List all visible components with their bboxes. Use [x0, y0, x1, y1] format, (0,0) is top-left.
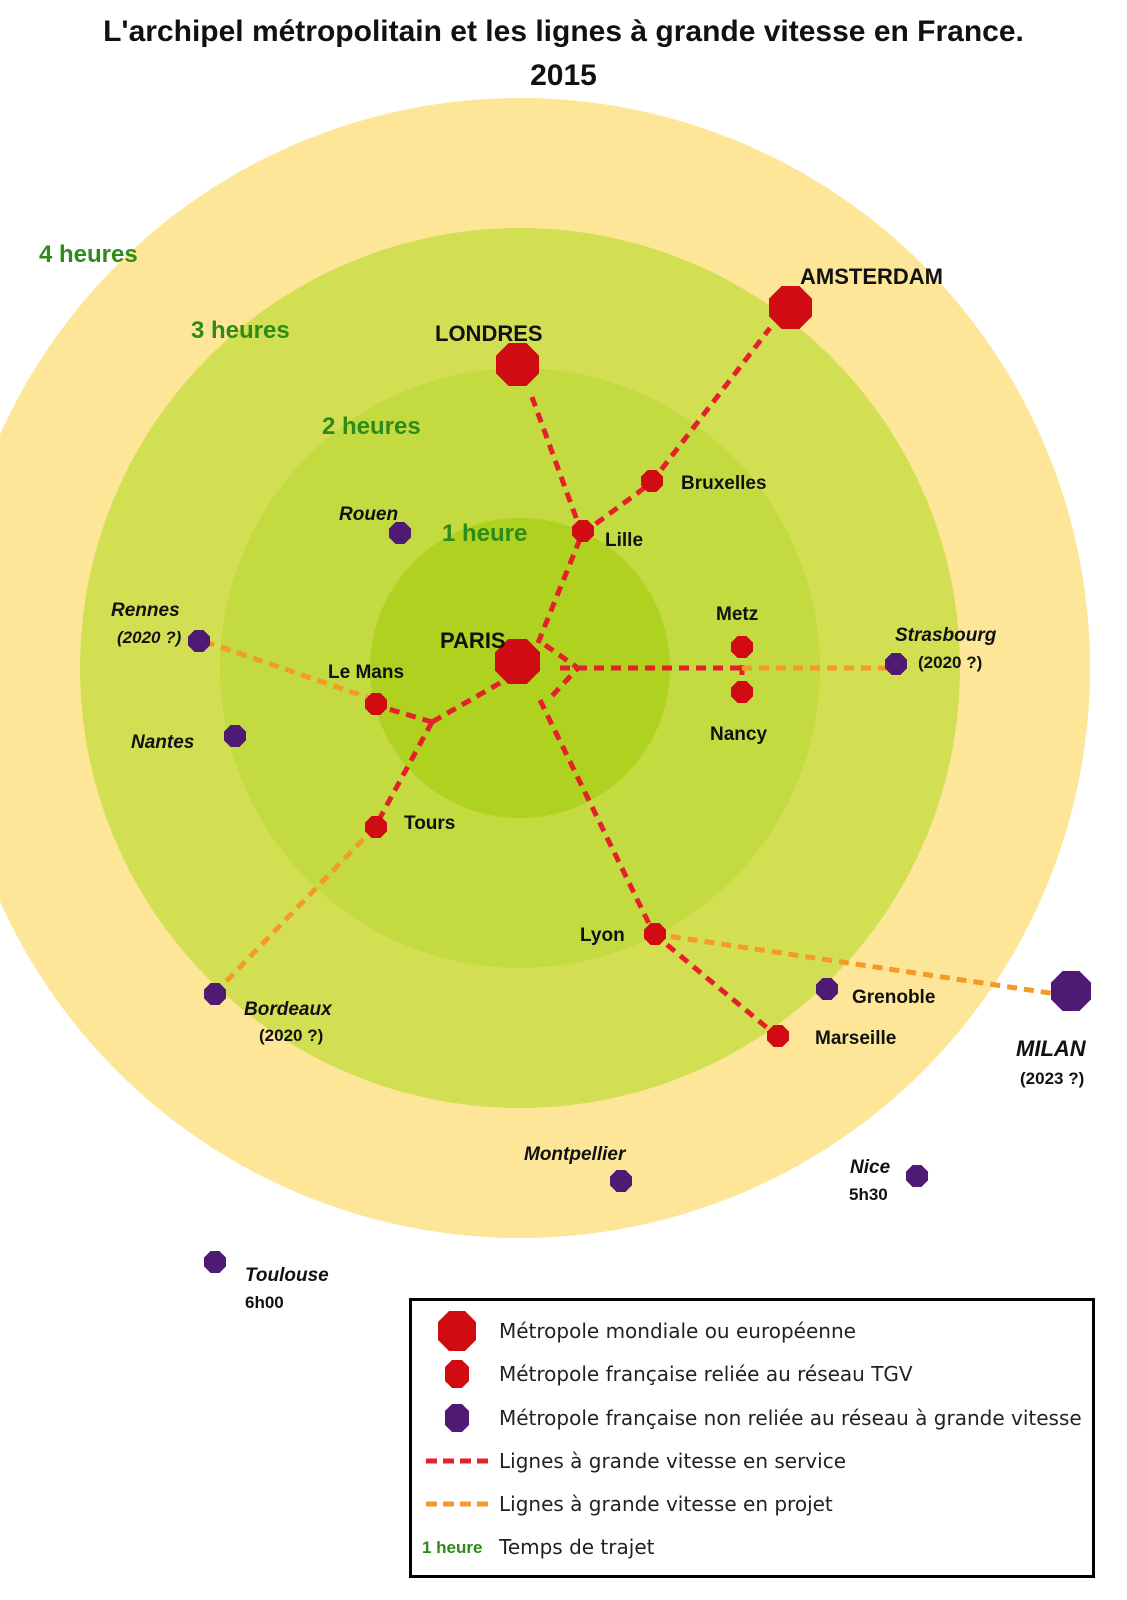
map-title-line-2: 2015	[530, 59, 597, 92]
bordeaux-label: Bordeaux	[244, 999, 333, 1020]
milan-marker[interactable]	[1051, 971, 1091, 1011]
marseille-marker[interactable]	[767, 1025, 789, 1047]
lyon-label: Lyon	[580, 925, 625, 946]
line-lille-bruxelles	[580, 480, 653, 537]
legend-label: Lignes à grande vitesse en service	[499, 1449, 846, 1473]
toulouse-label: Toulouse	[245, 1265, 329, 1286]
montpellier-marker[interactable]	[610, 1170, 632, 1192]
tours-label: Tours	[404, 813, 455, 834]
lille-label: Lille	[605, 530, 643, 551]
bordeaux-note: (2020 ?)	[259, 1026, 323, 1045]
nancy-marker[interactable]	[731, 681, 753, 703]
line-le-mans-rennes	[199, 637, 376, 703]
paris-marker[interactable]	[495, 639, 540, 684]
strasbourg-label: Strasbourg	[895, 625, 997, 646]
legend-label: Métropole mondiale ou européenne	[499, 1319, 856, 1343]
zone-label-4h: 4 heures	[39, 241, 138, 268]
legend-label: Métropole française non reliée au réseau…	[499, 1406, 1082, 1430]
rouen-marker[interactable]	[389, 522, 411, 544]
milan-note: (2023 ?)	[1020, 1069, 1084, 1088]
legend: Métropole mondiale ou européenne Métropo…	[409, 1298, 1095, 1578]
lyon-marker[interactable]	[644, 923, 666, 945]
tours-marker[interactable]	[365, 816, 387, 838]
line-paris-est-branch	[543, 642, 582, 700]
line-bruxelles-amsterdam	[649, 326, 772, 485]
rennes-marker[interactable]	[188, 630, 210, 652]
grenoble-label: Grenoble	[852, 987, 935, 1008]
line-paris-lyon	[537, 698, 657, 936]
line-lille-londres	[529, 396, 585, 535]
montpellier-label: Montpellier	[524, 1144, 627, 1165]
zone-label-1h: 1 heure	[442, 520, 527, 547]
line-lyon-milan	[653, 931, 1064, 998]
londres-label: LONDRES	[435, 321, 543, 346]
grenoble-marker[interactable]	[816, 978, 838, 1000]
line-paris-lille	[535, 533, 585, 644]
rouen-label: Rouen	[339, 504, 398, 525]
amsterdam-label: AMSTERDAM	[800, 264, 943, 289]
line-tours-bordeaux	[213, 825, 377, 995]
bruxelles-label: Bruxelles	[681, 473, 767, 494]
non-reliee-icon	[445, 1404, 469, 1432]
bordeaux-marker[interactable]	[204, 983, 226, 1005]
nice-note: 5h30	[849, 1185, 888, 1204]
le-mans-label: Le Mans	[328, 662, 404, 683]
line-paris-junction	[430, 680, 502, 725]
amsterdam-marker[interactable]	[769, 286, 812, 329]
nice-marker[interactable]	[906, 1165, 928, 1187]
map-title-line-1: L'archipel métropolitain et les lignes à…	[103, 15, 1024, 48]
bruxelles-marker[interactable]	[641, 470, 663, 492]
line-junction-tours	[372, 720, 435, 829]
milan-label: MILAN	[1016, 1036, 1087, 1061]
legend-item-metropole-mondiale: Métropole mondiale ou européenne	[412, 1311, 1092, 1351]
strasbourg-marker[interactable]	[885, 653, 907, 675]
line-projet-icon	[426, 1501, 488, 1507]
legend-item-metropole-tgv: Métropole française reliée au réseau TGV	[412, 1354, 1092, 1394]
rennes-note: (2020 ?)	[117, 628, 182, 647]
legend-label: Temps de trajet	[499, 1535, 655, 1559]
toulouse-marker[interactable]	[204, 1251, 226, 1273]
metz-marker[interactable]	[731, 636, 753, 658]
metropole-small-icon	[445, 1360, 469, 1388]
map-title: L'archipel métropolitain et les lignes à…	[0, 10, 1127, 98]
legend-time-sample: 1 heure	[422, 1538, 483, 1557]
nancy-label: Nancy	[710, 724, 767, 745]
legend-item-line-projet: Lignes à grande vitesse en projet	[412, 1484, 1092, 1524]
lgv-en-projet	[199, 637, 1064, 998]
line-service-icon	[426, 1458, 488, 1464]
marseille-label: Marseille	[815, 1028, 896, 1049]
zone-label-3h: 3 heures	[191, 317, 290, 344]
londres-marker[interactable]	[496, 343, 539, 386]
metropole-large-icon	[438, 1311, 476, 1351]
legend-label: Lignes à grande vitesse en projet	[499, 1492, 833, 1516]
line-junction-le-mans	[374, 702, 433, 725]
zone-label-2h: 2 heures	[322, 413, 421, 440]
rennes-label: Rennes	[111, 600, 180, 621]
legend-item-non-reliee: Métropole française non reliée au réseau…	[412, 1398, 1092, 1438]
line-lyon-marseille	[652, 932, 779, 1038]
paris-label: PARIS	[440, 628, 506, 653]
toulouse-note: 6h00	[245, 1293, 284, 1312]
legend-item-line-service: Lignes à grande vitesse en service	[412, 1441, 1092, 1481]
nantes-label: Nantes	[131, 732, 194, 753]
strasbourg-note: (2020 ?)	[918, 653, 982, 672]
legend-item-time: 1 heure Temps de trajet	[412, 1527, 1092, 1567]
nice-label: Nice	[850, 1157, 891, 1178]
legend-label: Métropole française reliée au réseau TGV	[499, 1362, 913, 1386]
metz-label: Metz	[716, 604, 758, 625]
nantes-marker[interactable]	[224, 725, 246, 747]
le-mans-marker[interactable]	[365, 693, 387, 715]
lille-marker[interactable]	[572, 520, 594, 542]
